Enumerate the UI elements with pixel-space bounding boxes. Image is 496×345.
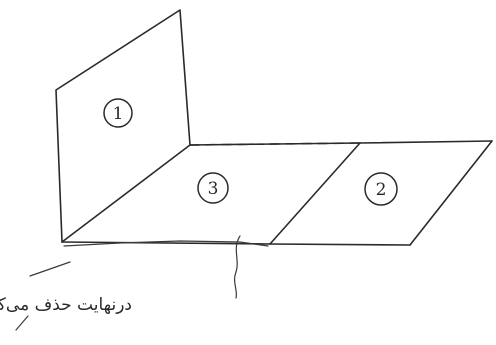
base-tick-mark <box>30 262 70 276</box>
label-3-badge: 3 <box>198 173 228 203</box>
label-3-text: 3 <box>208 179 219 199</box>
label-1-badge: 1 <box>104 99 132 127</box>
annotation-handwriting: درنهایت حذف می‌کنیم <box>0 295 132 315</box>
label-2-text: 2 <box>376 180 387 200</box>
panel-2-floor-plane <box>190 141 492 245</box>
label-2-badge: 2 <box>365 173 397 205</box>
bottom-left-tick-mark <box>16 316 28 330</box>
annotation-pointer-line <box>235 236 240 298</box>
label-1-text: 1 <box>113 104 124 124</box>
